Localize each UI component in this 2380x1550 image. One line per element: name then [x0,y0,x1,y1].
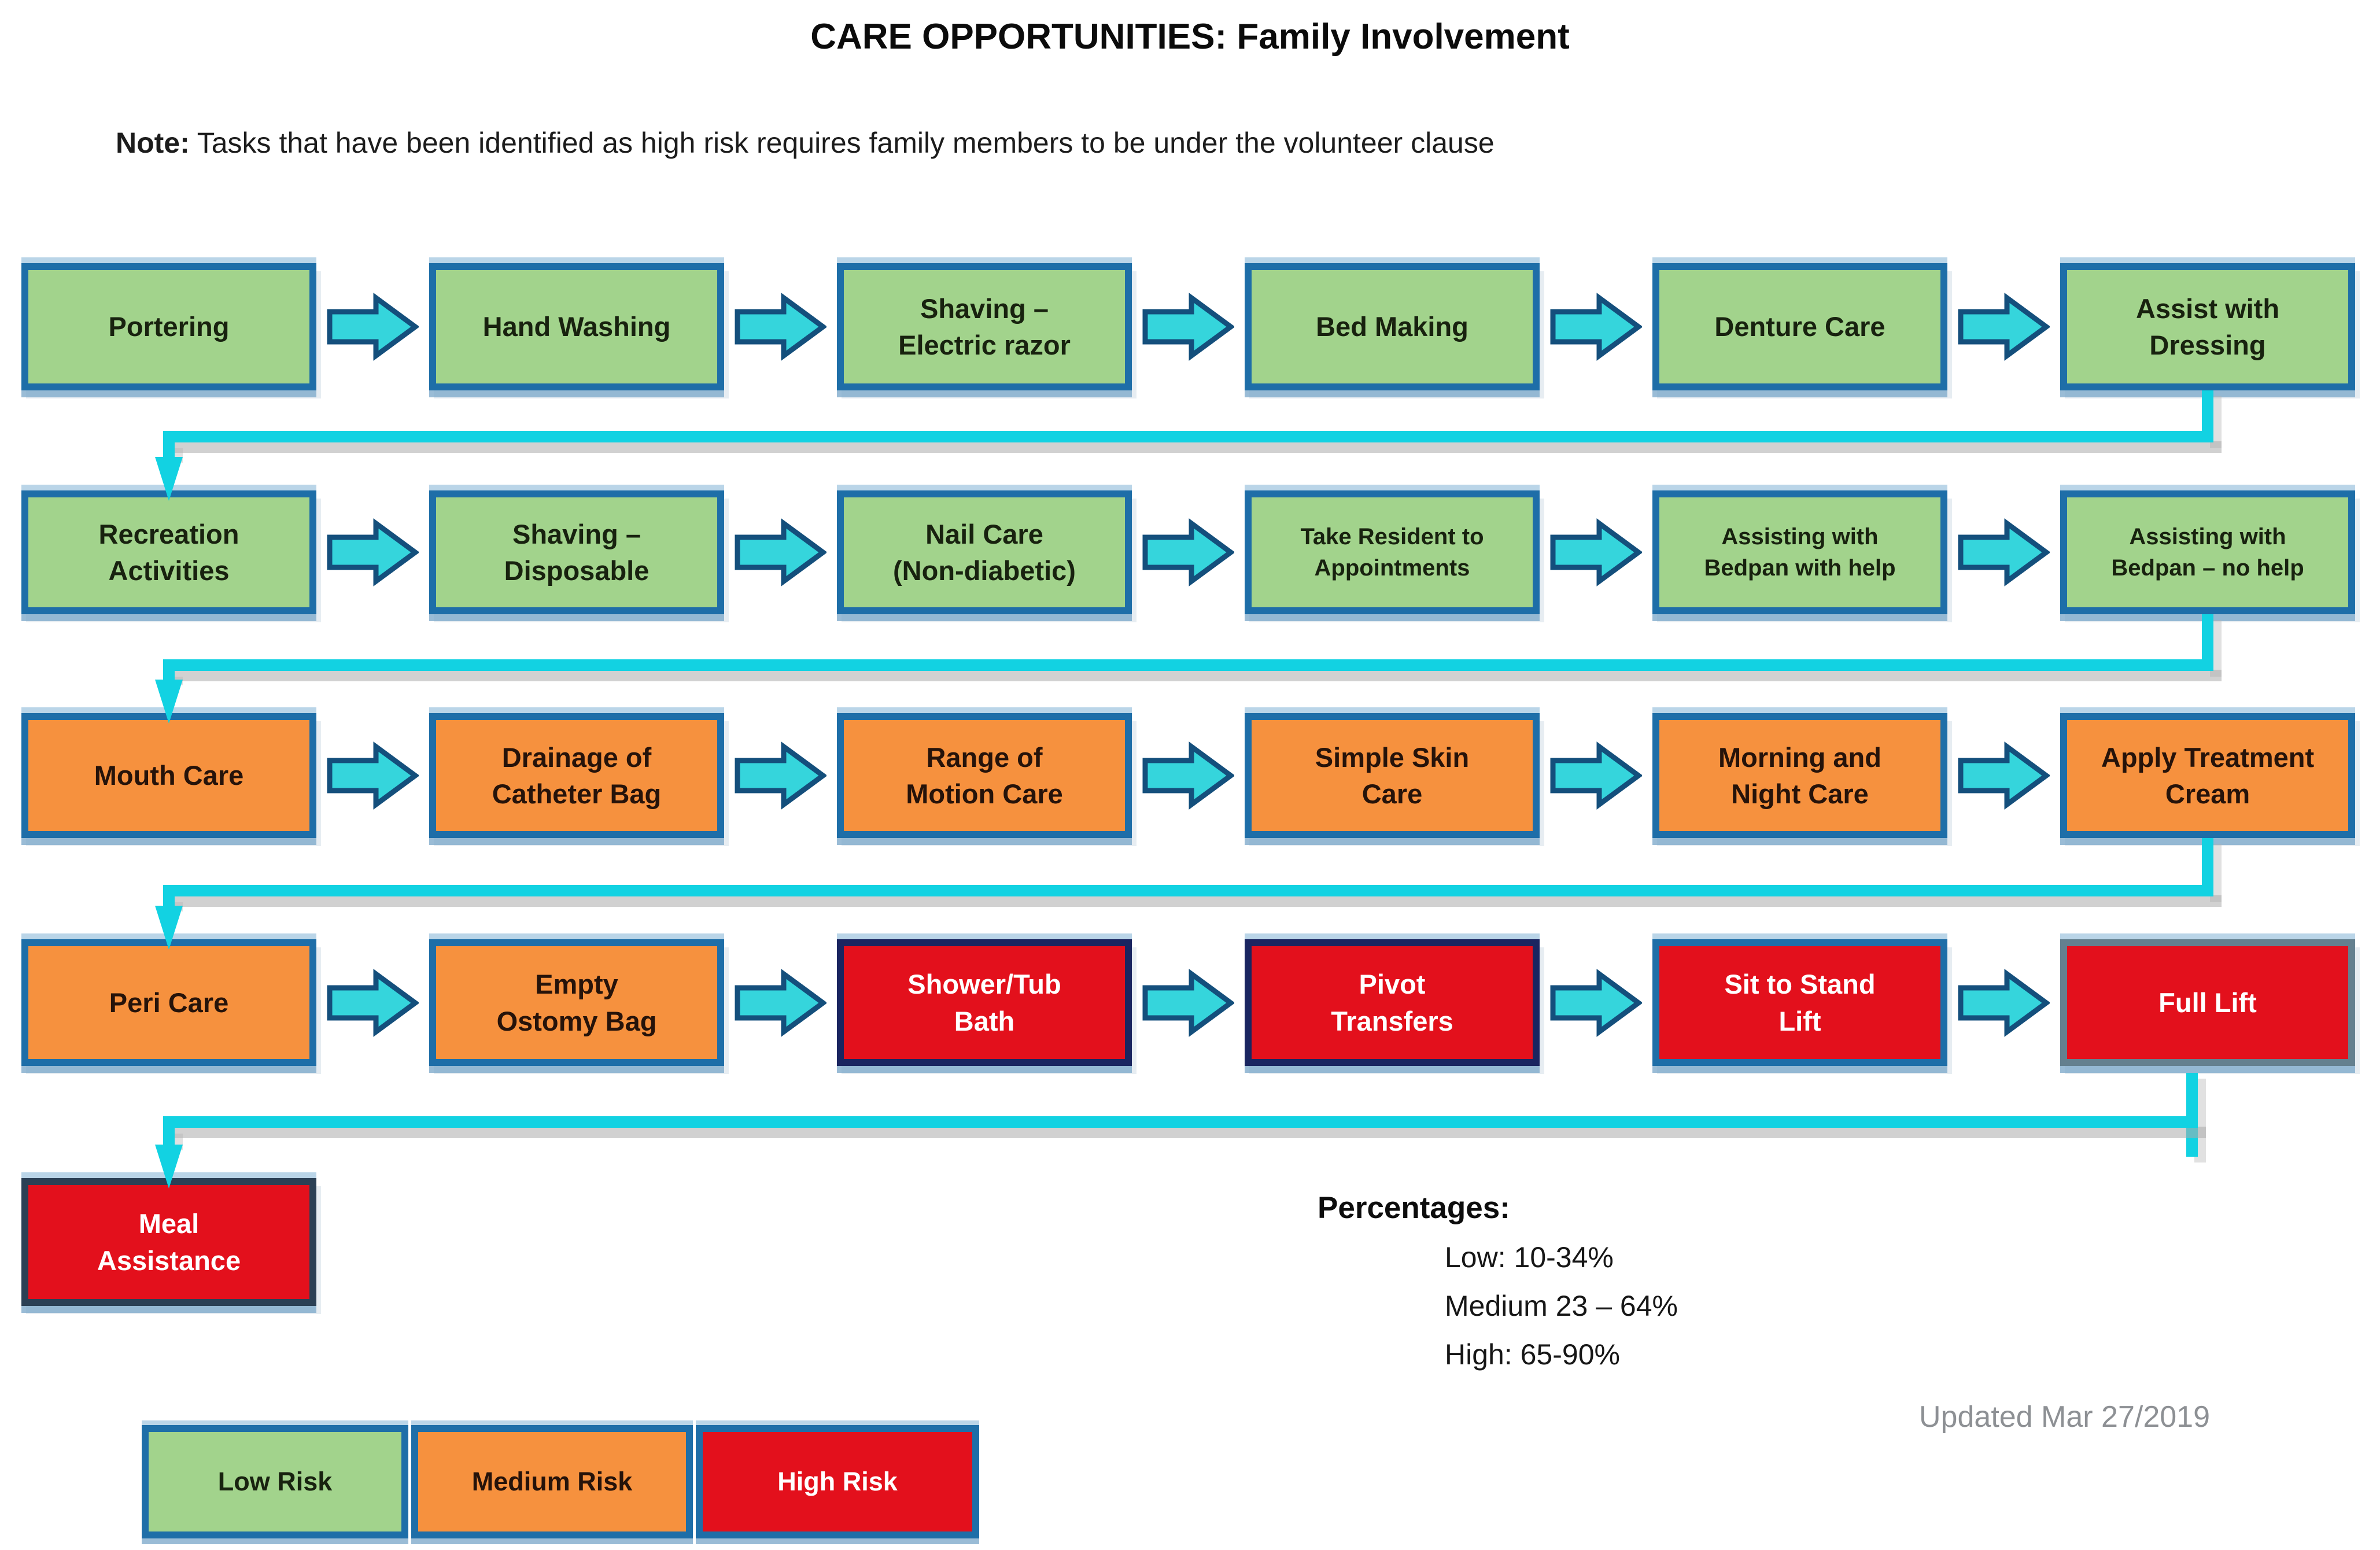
right-arrow-icon [734,968,828,1038]
updated-date: Updated Mar 27/2019 [1919,1400,2211,1434]
task-box: Morning and Night Care [1652,713,1947,838]
task-box: Shaving – Disposable [429,490,724,614]
task-box: Denture Care [1652,263,1947,390]
connector-line [163,671,175,680]
connector-line [163,442,175,457]
percentage-line-low: Low: 10-34% [1445,1241,1614,1274]
down-arrow-icon [153,457,185,503]
right-arrow-icon [1957,292,2051,361]
connector-line [2202,614,2213,671]
right-arrow-icon [734,292,828,361]
task-box: Portering [21,263,316,390]
connector-line [2202,390,2213,442]
task-box: Simple Skin Care [1245,713,1540,838]
task-box: Assist with Dressing [2060,263,2355,390]
right-arrow-icon [734,518,828,587]
note-text: Note: Tasks that have been identified as… [116,126,1495,160]
percentage-line-medium: Medium 23 – 64% [1445,1290,1678,1322]
percentage-line-high: High: 65-90% [1445,1338,1620,1371]
right-arrow-icon [326,518,420,587]
right-arrow-icon [1549,968,1643,1038]
down-arrow-icon [153,1145,185,1191]
page-title: CARE OPPORTUNITIES: Family Involvement [810,17,1570,57]
task-box: Take Resident to Appointments [1245,490,1540,614]
task-box: Nail Care (Non-diabetic) [837,490,1132,614]
right-arrow-icon [326,741,420,810]
down-arrow-icon [153,680,185,726]
right-arrow-icon [1957,741,2051,810]
task-box: Meal Assistance [21,1178,316,1306]
right-arrow-icon [1142,292,1235,361]
right-arrow-icon [326,292,420,361]
task-box: Shower/Tub Bath [837,939,1132,1066]
connector-line [163,885,2213,896]
percentages-heading: Percentages: [1318,1191,1510,1225]
task-box: Range of Motion Care [837,713,1132,838]
legend-item-high-risk: High Risk [696,1425,979,1538]
right-arrow-icon [734,741,828,810]
legend-item-low-risk: Low Risk [142,1425,408,1538]
connector-stub [2186,1073,2198,1157]
task-box: Recreation Activities [21,490,316,614]
right-arrow-icon [1549,741,1643,810]
task-box: Drainage of Catheter Bag [429,713,724,838]
right-arrow-icon [1142,518,1235,587]
percentages-block: Percentages: Low: 10-34% Medium 23 – 64%… [1318,1190,1678,1371]
right-arrow-icon [1549,518,1643,587]
connector-line [163,431,2213,442]
legend-item-medium-risk: Medium Risk [411,1425,693,1538]
right-arrow-icon [1142,741,1235,810]
right-arrow-icon [1957,518,2051,587]
task-box: Assisting with Bedpan – no help [2060,490,2355,614]
right-arrow-icon [1142,968,1235,1038]
right-arrow-icon [326,968,420,1038]
task-box: Pivot Transfers [1245,939,1540,1066]
right-arrow-icon [1957,968,2051,1038]
task-box: Mouth Care [21,713,316,838]
note-label: Note: [116,127,190,159]
connector-line [2202,838,2213,896]
task-box: Empty Ostomy Bag [429,939,724,1066]
task-box: Assisting with Bedpan with help [1652,490,1947,614]
task-box: Shaving – Electric razor [837,263,1132,390]
task-box: Hand Washing [429,263,724,390]
connector-line [163,1116,2198,1128]
task-box: Full Lift [2060,939,2355,1066]
task-box: Peri Care [21,939,316,1066]
connector-line [163,1128,175,1145]
task-box: Bed Making [1245,263,1540,390]
note-body: Tasks that have been identified as high … [189,127,1495,159]
task-box: Sit to Stand Lift [1652,939,1947,1066]
connector-line [163,659,2213,671]
connector-line [163,896,175,906]
down-arrow-icon [153,906,185,952]
right-arrow-icon [1549,292,1643,361]
task-box: Apply Treatment Cream [2060,713,2355,838]
